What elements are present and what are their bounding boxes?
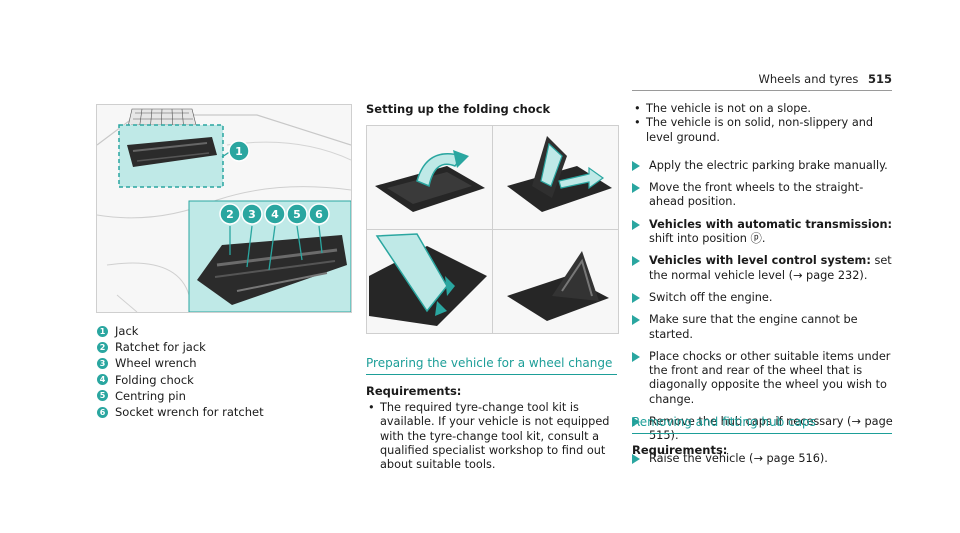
chock-step-4	[507, 251, 609, 321]
requirement-item: The vehicle is not on a slope.	[632, 102, 894, 117]
callout-5: 5	[286, 203, 308, 225]
legend-item: 2 Ratchet for jack	[97, 339, 264, 355]
legend-label: Centring pin	[115, 388, 186, 403]
svg-text:4: 4	[271, 208, 279, 221]
procedure-column: The vehicle is not on a slope. The vehic…	[632, 102, 894, 474]
procedure-step: Apply the electric parking brake manuall…	[632, 159, 894, 173]
requirement-item: The vehicle is on solid, non-slippery an…	[632, 116, 894, 145]
legend-label: Ratchet for jack	[115, 340, 206, 355]
folding-chock-drawing	[367, 126, 618, 333]
callout-2: 2	[219, 203, 241, 225]
requirements-label: Requirements:	[366, 384, 462, 398]
legend-item: 3 Wheel wrench	[97, 355, 264, 371]
header-section: Wheels and tyres	[758, 72, 859, 86]
step-arrow-icon	[632, 417, 640, 428]
page-header: Wheels and tyres 515	[759, 72, 892, 86]
tool-kit-drawing: 1 2 3 4 5 6	[96, 105, 352, 313]
step-arrow-icon	[632, 219, 640, 230]
chock-step-1	[375, 150, 485, 212]
section-rule	[366, 374, 617, 375]
procedure-step: Move the front wheels to the straight-ah…	[632, 181, 894, 210]
section-title-preparing: Preparing the vehicle for a wheel change	[366, 356, 613, 370]
chock-step-2	[507, 136, 612, 212]
step-arrow-icon	[632, 351, 640, 362]
legend-label: Wheel wrench	[115, 356, 197, 371]
header-page-number: 515	[867, 72, 892, 86]
legend-item: 1 Jack	[97, 323, 264, 339]
requirements-label: Requirements:	[632, 443, 728, 457]
header-rule	[632, 90, 892, 91]
section-rule	[632, 433, 892, 434]
callout-6: 6	[308, 203, 330, 225]
procedure-step: Raise the vehicle (→ page 516).	[632, 452, 894, 466]
legend-item: 5 Centring pin	[97, 388, 264, 404]
step-arrow-icon	[632, 160, 640, 171]
legend-number: 3	[97, 358, 108, 369]
step-arrow-icon	[632, 183, 640, 194]
step-arrow-icon	[632, 292, 640, 303]
procedure-step: Make sure that the engine cannot be star…	[632, 313, 894, 342]
legend-number: 5	[97, 390, 108, 402]
legend-label: Socket wrench for ratchet	[115, 405, 264, 420]
legend-number: 6	[97, 406, 108, 418]
chock-step-3	[369, 233, 487, 326]
svg-text:6: 6	[315, 208, 323, 221]
callout-1: 1	[228, 140, 250, 162]
step-arrow-icon	[632, 256, 640, 267]
step-arrow-icon	[632, 315, 640, 326]
legend-number: 2	[97, 341, 108, 353]
svg-text:2: 2	[226, 208, 234, 221]
legend-label: Jack	[115, 324, 139, 338]
setup-chock-heading: Setting up the folding chock	[366, 102, 551, 116]
legend-number: 1	[97, 325, 108, 337]
procedure-step: Switch off the engine.	[632, 291, 894, 305]
tool-kit-illustration: 1 2 3 4 5 6	[96, 104, 352, 313]
svg-text:5: 5	[293, 208, 301, 221]
procedure-step: Remove the hub caps if necessary (→ page…	[632, 415, 894, 444]
svg-text:1: 1	[235, 145, 243, 158]
folding-chock-illustration	[366, 125, 619, 334]
svg-text:3: 3	[248, 208, 256, 221]
requirement-item: The required tyre-change tool kit is ava…	[366, 401, 617, 472]
legend-label: Folding chock	[115, 372, 194, 387]
legend-number: 4	[97, 374, 108, 386]
section-title-hub-caps: Removing and fitting hub caps	[632, 415, 816, 429]
step-arrow-icon	[632, 453, 640, 464]
legend-item: 6 Socket wrench for ratchet	[97, 404, 264, 420]
requirements-list: The required tyre-change tool kit is ava…	[366, 401, 617, 472]
procedure-step: Vehicles with automatic transmission: sh…	[632, 218, 894, 247]
legend-item: 4 Folding chock	[97, 372, 264, 388]
procedure-step: Place chocks or other suitable items und…	[632, 350, 894, 407]
callout-4: 4	[264, 203, 286, 225]
callout-3: 3	[241, 203, 263, 225]
procedure-step: Vehicles with level control system: set …	[632, 254, 894, 283]
